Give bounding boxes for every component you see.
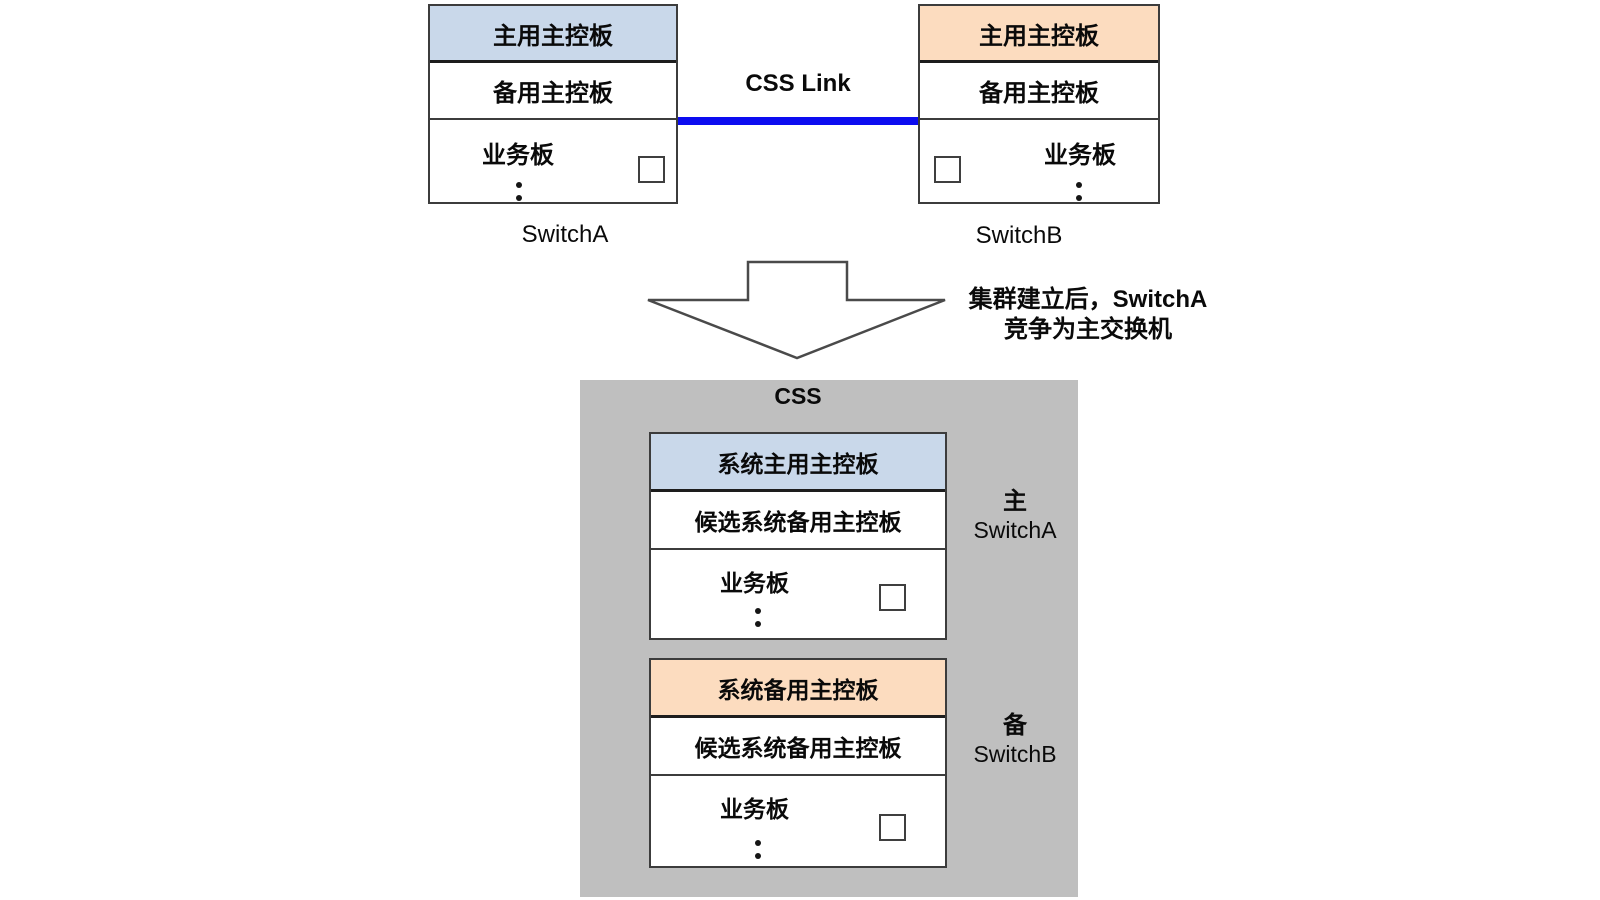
switch-a-box: 主用主控板 备用主控板 业务板	[428, 4, 678, 204]
cluster-panel: CSS 系统主用主控板 候选系统备用主控板 业务板 系统备用主控板 候选系统备用…	[580, 380, 1078, 897]
ellipsis-dots-icon	[755, 840, 761, 859]
switch-b-standby-mpu-row: 备用主控板	[920, 63, 1158, 120]
standby-service-row: 业务板	[651, 776, 945, 866]
annotation-line-2: 竞争为主交换机	[1004, 316, 1172, 343]
css-link-label: CSS Link	[745, 70, 851, 97]
master-service-row: 业务板	[651, 550, 945, 638]
switch-a-active-mpu-label: 主用主控板	[493, 22, 613, 50]
switch-a-active-mpu-row: 主用主控板	[430, 6, 676, 63]
board-slot-icon	[879, 814, 906, 841]
cluster-master-box: 系统主用主控板 候选系统备用主控板 业务板	[649, 432, 947, 640]
standby-role-label: 备	[1003, 712, 1027, 739]
switch-b-box: 主用主控板 备用主控板 业务板	[918, 4, 1160, 204]
switch-b-caption: SwitchB	[975, 222, 1063, 249]
system-standby-mpu-label: 系统备用主控板	[717, 676, 879, 703]
ellipsis-dots-icon	[1076, 182, 1082, 201]
switch-b-active-mpu-row: 主用主控板	[920, 6, 1158, 63]
down-arrow-icon	[640, 256, 955, 364]
candidate-standby-mpu-row: 候选系统备用主控板	[651, 492, 945, 550]
switch-a-standby-mpu-label: 备用主控板	[493, 80, 613, 107]
css-link-line	[678, 117, 918, 125]
cluster-standby-box: 系统备用主控板 候选系统备用主控板 业务板	[649, 658, 947, 868]
switch-b-service-row: 业务板	[920, 120, 1158, 202]
switch-a-standby-mpu-row: 备用主控板	[430, 63, 676, 120]
switch-a-service-row: 业务板	[430, 120, 676, 202]
system-active-mpu-row: 系统主用主控板	[651, 434, 945, 492]
annotation-line-1: 集群建立后，SwitchA	[968, 286, 1208, 313]
candidate-standby-mpu-row: 候选系统备用主控板	[651, 718, 945, 776]
cluster-title: CSS	[774, 383, 822, 409]
system-active-mpu-label: 系统主用主控板	[717, 450, 879, 477]
switch-a-caption: SwitchA	[521, 221, 609, 248]
candidate-standby-mpu-label: 候选系统备用主控板	[694, 509, 902, 535]
transition-annotation: 集群建立后，SwitchA 竞争为主交换机	[923, 285, 1253, 345]
standby-service-label: 业务板	[720, 796, 789, 822]
ellipsis-dots-icon	[516, 182, 522, 201]
candidate-standby-mpu-label: 候选系统备用主控板	[694, 735, 902, 761]
switch-b-active-mpu-label: 主用主控板	[979, 22, 1099, 50]
board-slot-icon	[934, 156, 961, 183]
master-role-caption: 主 SwitchA	[950, 487, 1080, 545]
standby-role-caption: 备 SwitchB	[950, 711, 1080, 769]
standby-switch-name: SwitchB	[973, 741, 1057, 767]
ellipsis-dots-icon	[755, 608, 761, 627]
switch-b-standby-mpu-label: 备用主控板	[979, 80, 1099, 107]
master-role-label: 主	[1003, 488, 1027, 515]
switch-b-service-label: 业务板	[1044, 142, 1116, 169]
master-service-label: 业务板	[720, 570, 789, 596]
board-slot-icon	[879, 584, 906, 611]
switch-a-service-label: 业务板	[482, 142, 554, 169]
system-standby-mpu-row: 系统备用主控板	[651, 660, 945, 718]
master-switch-name: SwitchA	[973, 517, 1057, 543]
board-slot-icon	[638, 156, 665, 183]
